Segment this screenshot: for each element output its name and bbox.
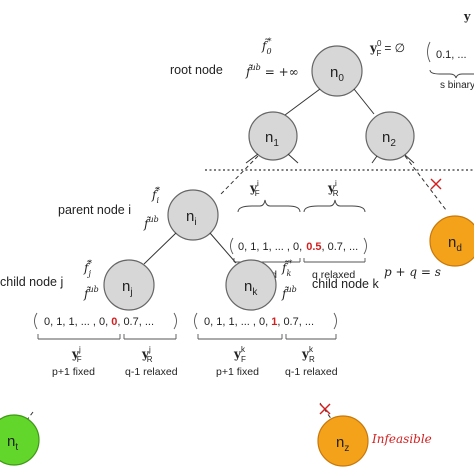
level1-nodes: n1 n2 <box>248 111 415 161</box>
child-j-f-star: f̃j* <box>83 259 92 278</box>
edge-n1-stub-left <box>245 153 259 164</box>
parent-vector: 0, 1, 1, ... , 0,0.5, 0.7, ... <box>238 241 358 253</box>
child-j-vector-open <box>34 312 38 330</box>
dashed-n1-parent <box>219 155 259 196</box>
parent-relaxed-brace <box>303 199 366 213</box>
child-k-vector-close <box>333 312 337 330</box>
infeasible-cross-b <box>319 403 331 415</box>
child-j-f-ub: f̃ub <box>83 285 99 301</box>
child-j-vector-close <box>173 312 177 330</box>
root-vector-brace <box>429 69 474 79</box>
child-k-vector-open <box>194 312 198 330</box>
infeasible-label: Infeasible <box>371 432 432 446</box>
node-n1-circle <box>248 111 298 161</box>
edge-parent-j <box>143 232 177 265</box>
parent-vector-open <box>230 237 234 255</box>
child-k-fixed-label: p+1 fixed <box>216 366 259 378</box>
child-j-vector: 0, 1, 1, ... , 0,0, 0.7, ... <box>44 316 154 328</box>
root-f-star: f̃0* <box>261 37 272 56</box>
child-j-label: child node j <box>0 275 63 289</box>
edge-parent-k <box>209 232 237 264</box>
root-vector-partial: 0.1, ... <box>436 49 467 61</box>
root-node-label: root node <box>170 63 223 77</box>
parent-fixed-brace <box>237 199 301 213</box>
root-vector-bracket <box>427 41 431 63</box>
root-binary-label: s binary <box>440 80 474 91</box>
edge-n2-stub-left <box>371 155 378 164</box>
edge-n2-stub-right <box>404 154 415 164</box>
pruned-node-circle <box>429 215 474 267</box>
prune-cross-b <box>430 178 442 190</box>
child-k-relaxed-label: q-1 relaxed <box>285 366 338 378</box>
parent-node-label: parent node i <box>58 203 131 217</box>
child-j-text: nj <box>122 278 133 298</box>
parent-node-circle <box>167 189 219 241</box>
parent-f-ub: f̃ub <box>143 215 159 231</box>
child-j-relaxed-label: q-1 relaxed <box>125 366 178 378</box>
child-j-fixed-label: p+1 fixed <box>52 366 95 378</box>
edge-root-n2 <box>353 88 375 115</box>
parent-relaxed-label: q relaxed <box>312 269 355 281</box>
child-k-vector: 0, 1, 1, ... , 0,1, 0.7, ... <box>204 316 314 328</box>
child-j-circle <box>103 259 155 311</box>
root-f-ub: f̃ub= +∞ <box>245 63 299 79</box>
leaf-t-circle <box>0 414 40 466</box>
child-k-circle <box>225 259 277 311</box>
child-k-text: nk <box>244 278 258 298</box>
edge-n1-stub-right <box>287 153 299 164</box>
node-n2-text: n2 <box>382 129 396 149</box>
child-k-section: f̃k* f̃ub child node k nk 0, 1, 1, ... ,… <box>194 259 379 378</box>
pq-equation: p + q = s <box>384 265 441 279</box>
dashed-n2-nd <box>404 155 447 211</box>
child-k-f-ub: f̃ub <box>281 285 297 301</box>
parent-node-text: ni <box>186 208 197 228</box>
parent-vector-close <box>363 237 367 255</box>
leaf-z-circle <box>317 415 369 467</box>
edge-root-n1 <box>284 88 321 116</box>
root-node-circle <box>311 45 363 97</box>
node-n1-text: n1 <box>265 129 279 149</box>
root-node-text: n0 <box>330 64 344 84</box>
child-k-f-star: f̃k* <box>281 259 292 278</box>
node-n2-circle <box>365 111 415 161</box>
pruned-node-text: nd <box>448 234 462 254</box>
leaf-z-text: nz <box>336 434 349 454</box>
leaf-t-text: nt <box>7 433 18 453</box>
child-j-section: child node j f̃j* f̃ub nj 0, 1, 1, ... ,… <box>0 259 178 378</box>
child-k-label: child node k <box>312 277 379 291</box>
root-vector-letter: y <box>463 10 471 23</box>
parent-f-star: f̃i* <box>151 186 160 205</box>
